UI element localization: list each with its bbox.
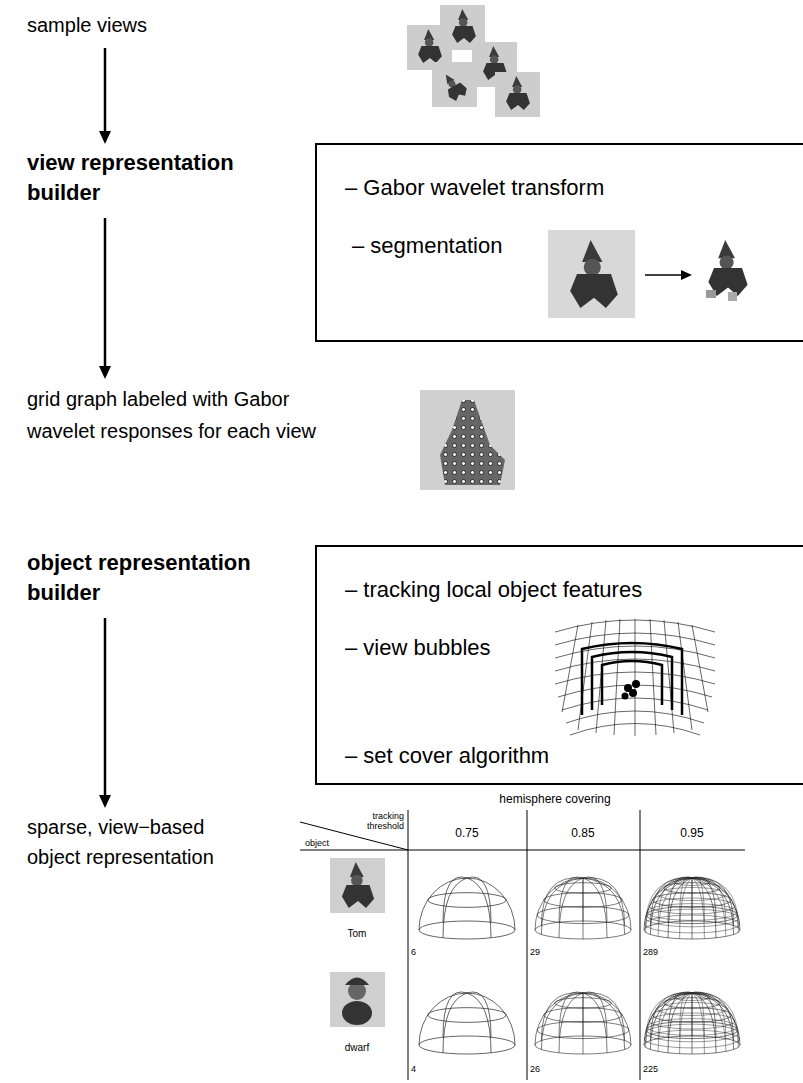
view-count: 225 xyxy=(643,1064,683,1075)
view-count: 26 xyxy=(530,1064,570,1075)
sample-view-thumbnails xyxy=(407,5,540,117)
arrow-head xyxy=(99,795,111,808)
stage-label: sample views xyxy=(27,12,277,38)
list-item: – view bubbles xyxy=(345,635,491,661)
stage-label: sparse, view−based object representation xyxy=(27,812,262,872)
flow-arrow xyxy=(99,218,111,379)
list-item: – set cover algorithm xyxy=(345,743,549,769)
table-title: hemisphere covering xyxy=(480,792,630,806)
hemisphere-table xyxy=(300,810,745,1080)
flow-arrow xyxy=(99,48,111,144)
view-count: 6 xyxy=(411,947,451,958)
table-header: object xyxy=(305,838,345,849)
heading-text: object representation builder xyxy=(27,548,317,608)
arrow-line xyxy=(104,48,107,134)
label-text: grid graph labeled with Gabor wavelet re… xyxy=(27,383,317,447)
view-count: 289 xyxy=(643,947,683,958)
object-name: Tom xyxy=(327,928,387,940)
list-item: – segmentation xyxy=(352,233,502,259)
process-box: – Gabor wavelet transform – segmentation xyxy=(315,143,803,342)
flow-arrow xyxy=(99,618,111,808)
stage-label: grid graph labeled with Gabor wavelet re… xyxy=(27,383,317,447)
column-header: 0.75 xyxy=(437,826,497,840)
list-item: – Gabor wavelet transform xyxy=(345,175,604,201)
label-text: sample views xyxy=(27,12,277,38)
label-text: sparse, view−based object representation xyxy=(27,812,262,872)
column-header: 0.95 xyxy=(662,826,722,840)
view-bubbles-illustration xyxy=(555,619,715,736)
stage-heading: view representation builder xyxy=(27,148,297,208)
arrow-head xyxy=(99,131,111,144)
process-box: – tracking local object features – view b… xyxy=(315,545,803,785)
view-count: 4 xyxy=(411,1064,451,1075)
object-name: dwarf xyxy=(327,1042,387,1054)
stage-heading: object representation builder xyxy=(27,548,317,608)
object-thumbnails xyxy=(330,858,385,1027)
heading-text: view representation builder xyxy=(27,148,297,208)
arrow-line xyxy=(104,618,107,798)
hemisphere-coverings xyxy=(419,877,740,1054)
segmentation-illustration xyxy=(548,230,748,318)
list-item: – tracking local object features xyxy=(345,577,642,603)
grid-graph-illustration xyxy=(420,390,515,490)
arrow-head xyxy=(99,366,111,379)
arrow-line xyxy=(104,218,107,369)
table-header: tracking threshold xyxy=(346,811,404,831)
column-header: 0.85 xyxy=(553,826,613,840)
view-count: 29 xyxy=(530,947,570,958)
